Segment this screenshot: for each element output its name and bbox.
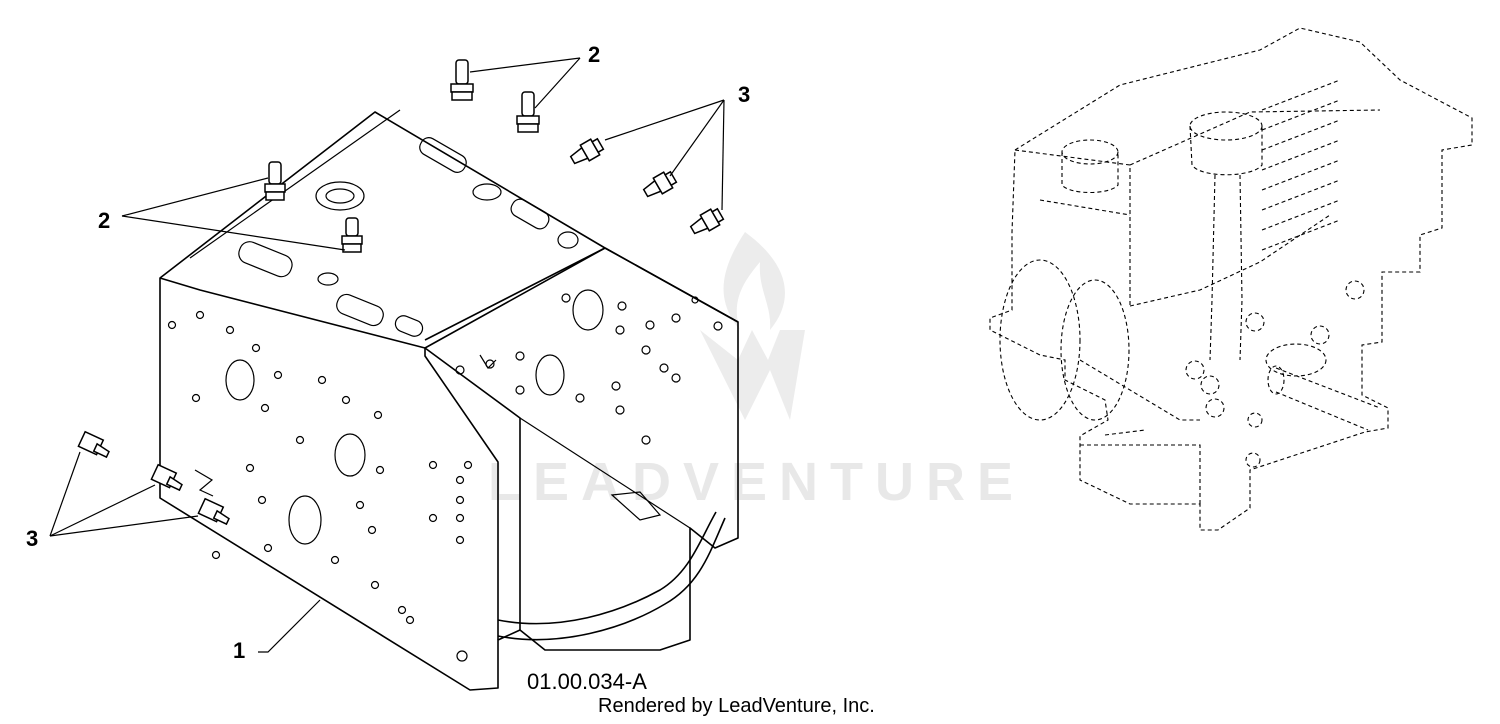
- figure-id: 01.00.034-A: [527, 669, 647, 694]
- watermark: LEADVENTURE: [488, 232, 1025, 512]
- screws-top: [569, 137, 725, 235]
- screws-left: [77, 430, 230, 526]
- callout-1: 1: [233, 638, 245, 663]
- engine-frame-drawing: [159, 109, 739, 691]
- leader-lines: [49, 57, 725, 653]
- callout-3-top: 3: [738, 82, 750, 107]
- callout-2-left: 2: [98, 208, 110, 233]
- watermark-text: LEADVENTURE: [488, 452, 1025, 512]
- credit-text: Rendered by LeadVenture, Inc.: [598, 695, 875, 717]
- callout-2-top: 2: [588, 42, 600, 67]
- callout-3-left: 3: [26, 526, 38, 551]
- stud-bolts: [264, 59, 540, 253]
- engine-reference-drawing: [989, 27, 1473, 531]
